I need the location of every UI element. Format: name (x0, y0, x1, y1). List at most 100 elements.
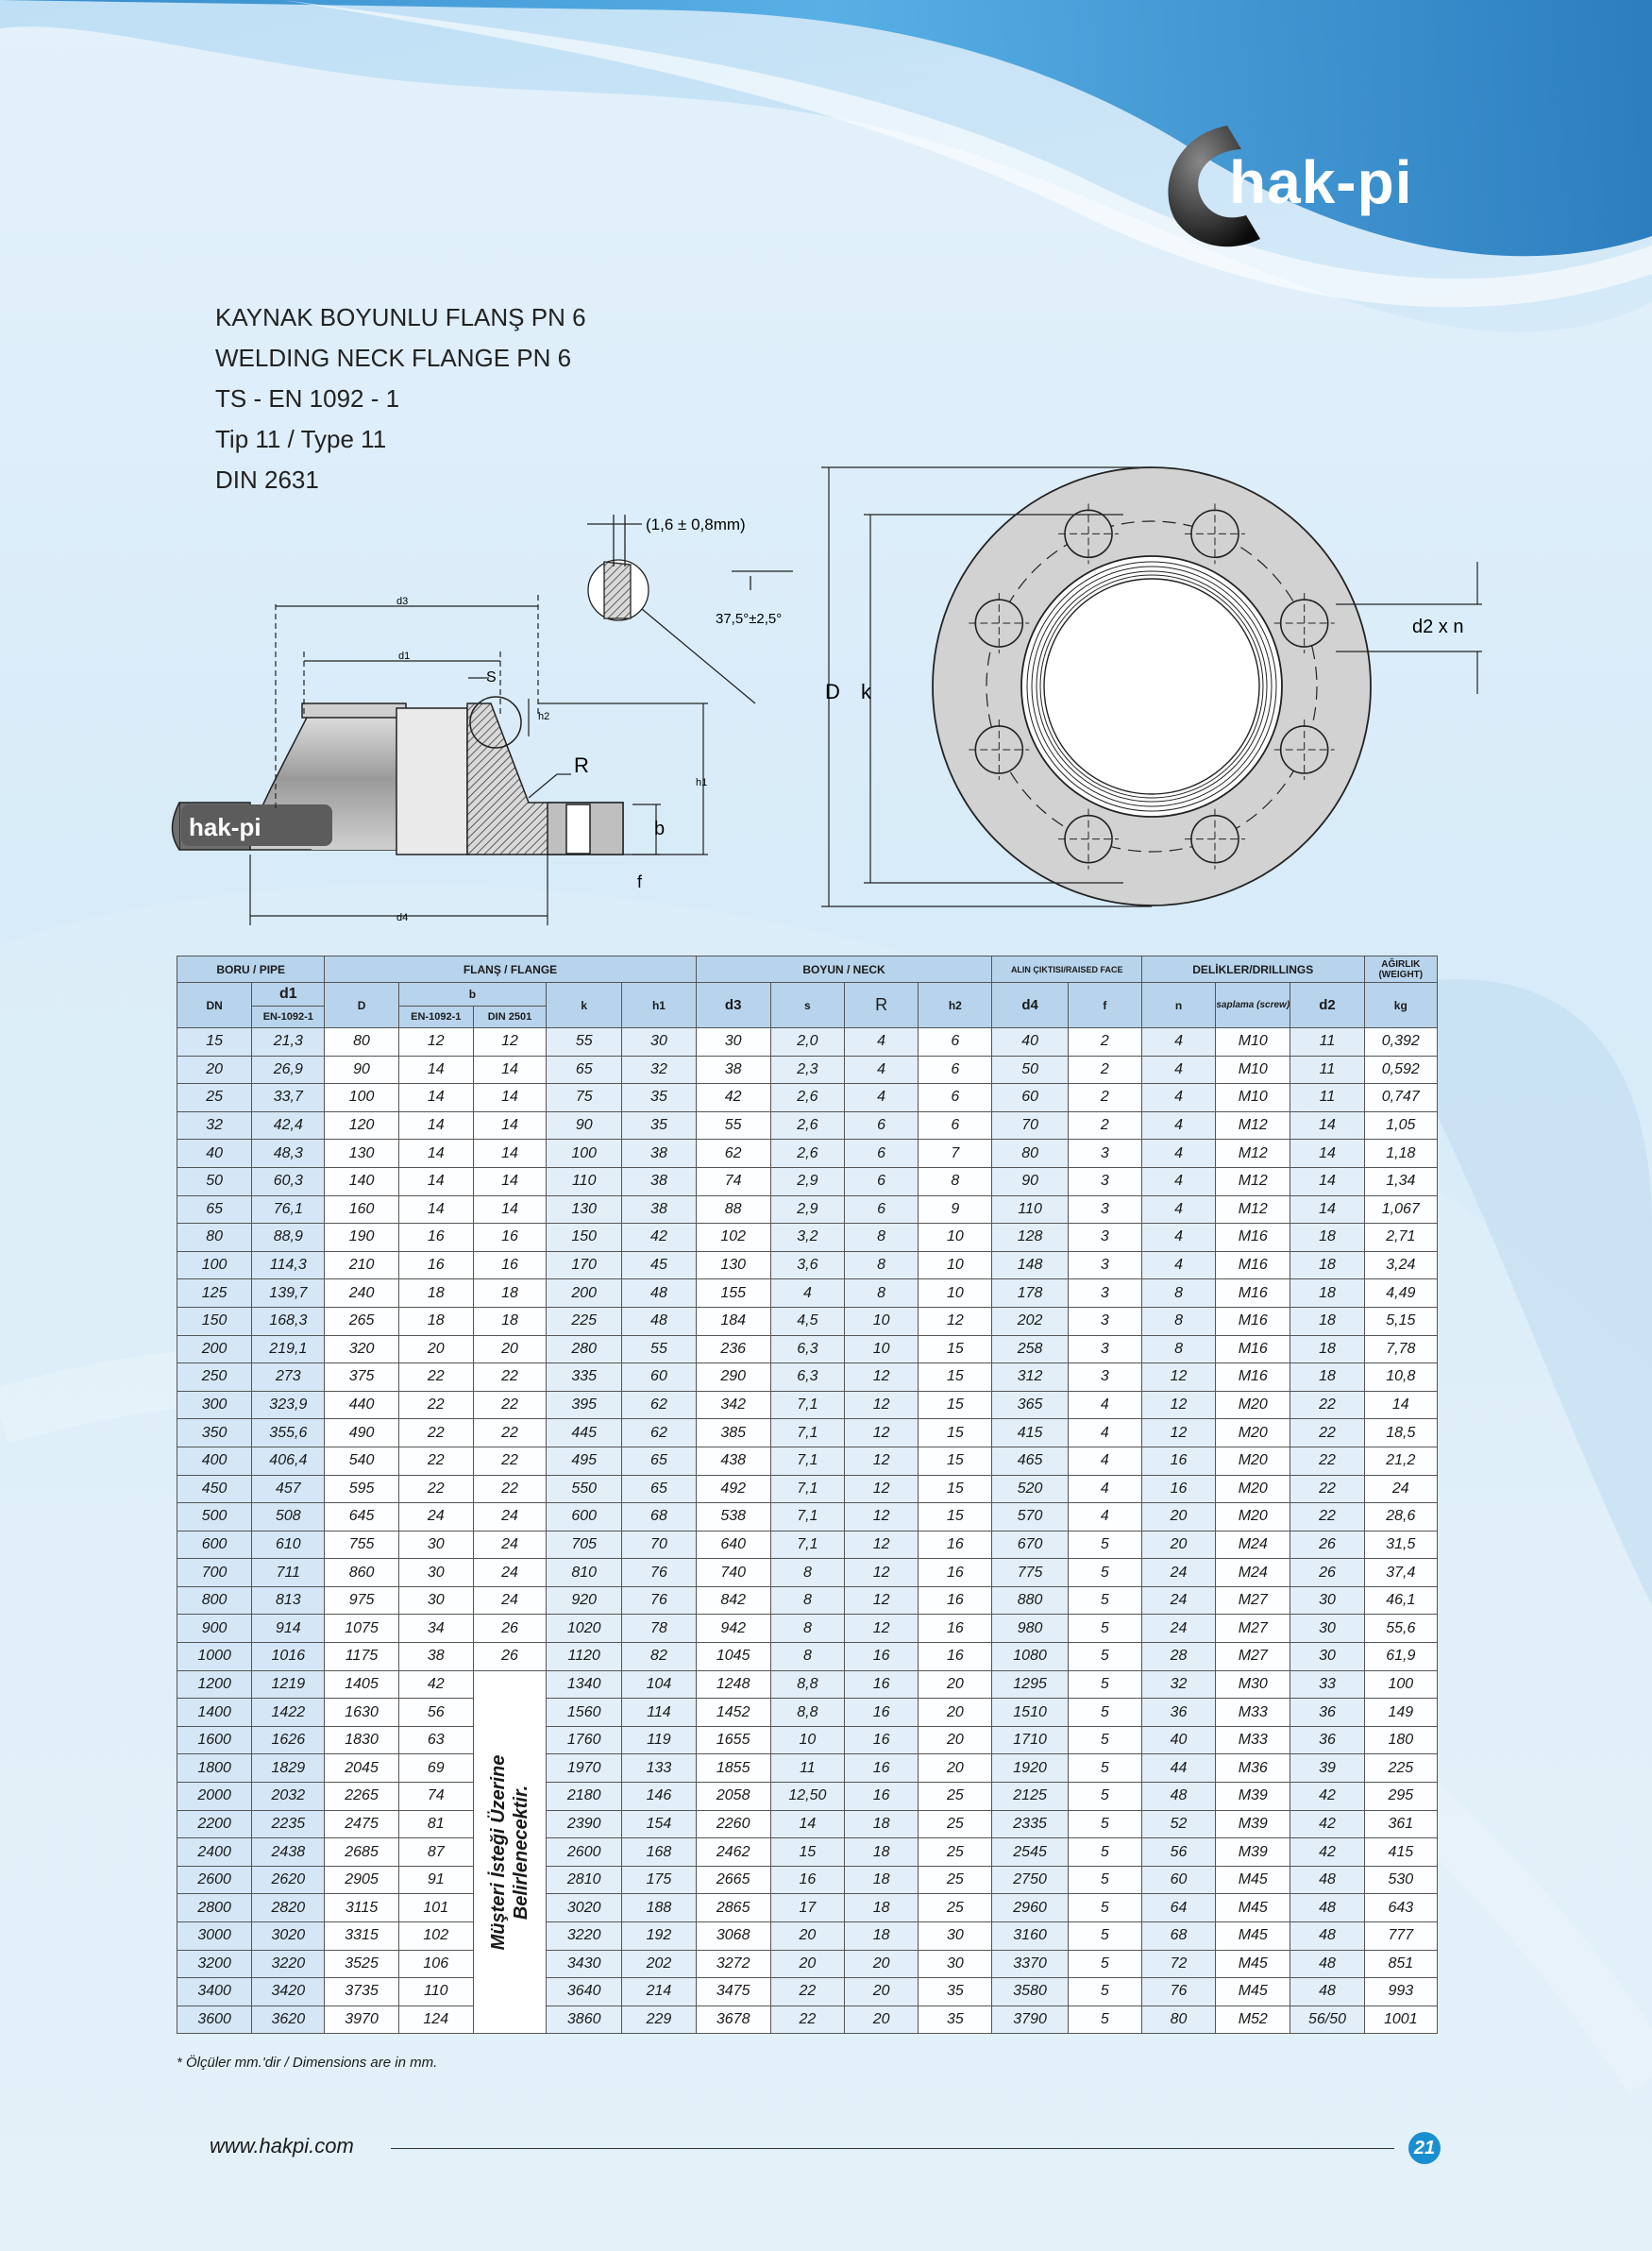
cell-k: 2810 (546, 1865, 623, 1895)
cell-d4: 570 (991, 1502, 1069, 1532)
cell-s: 8 (769, 1558, 846, 1587)
cell-h2: 6 (918, 1027, 993, 1057)
technical-drawing: hak-pi d3 d1 S h2 R h1 b f d4 (171, 466, 1482, 925)
cell-f: 3 (1067, 1278, 1142, 1308)
cell-kg: 1,18 (1363, 1139, 1439, 1168)
cell-k: 810 (546, 1558, 623, 1587)
cell-kg: 21,2 (1363, 1446, 1439, 1476)
cell-s: 7,1 (769, 1446, 846, 1476)
cell-R: 20 (843, 1949, 919, 1979)
cell-dn: 25 (176, 1083, 253, 1112)
cell-dn: 1400 (176, 1698, 253, 1727)
cell-n: 8 (1140, 1334, 1217, 1364)
cell-d2: 18 (1290, 1278, 1365, 1308)
cell-dn: 65 (176, 1194, 253, 1225)
cell-screw: M39 (1215, 1782, 1291, 1811)
cell-kg: 28,6 (1363, 1502, 1439, 1532)
cell-k: 55 (546, 1027, 623, 1057)
cell-h1: 146 (621, 1782, 697, 1811)
cell-d1: 914 (251, 1614, 326, 1644)
cell-h1: 192 (621, 1921, 697, 1951)
cell-d4: 202 (991, 1306, 1069, 1336)
cell-d1: 1219 (251, 1669, 326, 1700)
cell-s: 22 (769, 1977, 846, 2006)
cell-f: 5 (1067, 2005, 1142, 2035)
cell-d2: 22 (1290, 1390, 1365, 1420)
cell-b-en: 14 (397, 1055, 474, 1085)
cell-b-din: 14 (472, 1194, 548, 1225)
cell-n: 8 (1140, 1306, 1217, 1336)
cell-kg: 851 (1363, 1949, 1439, 1979)
cell-s: 2,6 (769, 1083, 846, 1112)
bolt-holes (969, 503, 1335, 870)
cell-kg: 4,49 (1363, 1278, 1439, 1308)
cell-d3: 385 (695, 1418, 771, 1447)
cell-screw: M24 (1215, 1530, 1291, 1560)
cell-screw: M12 (1215, 1110, 1291, 1141)
cell-s: 11 (769, 1753, 846, 1784)
cell-h1: 38 (621, 1166, 697, 1196)
website-link[interactable]: www.hakpi.com (210, 2134, 354, 2158)
cell-d4: 520 (991, 1474, 1069, 1504)
cell-D: 2045 (324, 1753, 399, 1784)
cell-D: 1405 (324, 1669, 399, 1700)
cell-kg: 530 (1363, 1865, 1439, 1895)
cell-d3: 2665 (695, 1865, 771, 1895)
cell-s: 3,2 (769, 1223, 846, 1252)
cell-k: 3220 (546, 1921, 623, 1951)
cell-dn: 50 (176, 1166, 253, 1196)
header-pipe: BORU / PIPE (176, 956, 326, 983)
cell-d1: 508 (251, 1502, 326, 1532)
cell-d1: 139,7 (251, 1278, 326, 1308)
cell-f: 5 (1067, 1977, 1142, 2006)
title-line-3: TS - EN 1092 - 1 (215, 384, 400, 413)
cell-b-din: 22 (472, 1474, 548, 1504)
header-flange: FLANŞ / FLANGE (324, 956, 697, 983)
cell-d1: 3420 (251, 1977, 326, 2006)
cell-h1: 48 (621, 1278, 697, 1308)
cell-h1: 76 (621, 1585, 697, 1616)
cell-n: 20 (1140, 1530, 1217, 1560)
col-kg: kg (1363, 982, 1439, 1028)
cell-f: 5 (1067, 1698, 1142, 1727)
cell-d2: 18 (1290, 1250, 1365, 1280)
cell-d2: 18 (1290, 1334, 1365, 1364)
cell-R: 4 (843, 1027, 919, 1057)
cell-dn: 2200 (176, 1809, 253, 1839)
cell-h2: 35 (918, 1977, 993, 2006)
cell-dn: 1200 (176, 1669, 253, 1700)
cell-k: 130 (546, 1194, 623, 1225)
cell-f: 3 (1067, 1334, 1142, 1364)
cell-kg: 46,1 (1363, 1585, 1439, 1616)
cell-k: 90 (546, 1110, 623, 1141)
cell-f: 3 (1067, 1139, 1142, 1168)
cell-s: 20 (769, 1921, 846, 1951)
cell-f: 5 (1067, 1642, 1142, 1671)
cell-b-en: 110 (397, 1977, 474, 2006)
cell-screw: M20 (1215, 1390, 1291, 1420)
cell-s: 8 (769, 1614, 846, 1644)
cell-d4: 148 (991, 1250, 1069, 1280)
cell-screw: M45 (1215, 1893, 1291, 1922)
cell-h2: 15 (918, 1446, 993, 1476)
cell-n: 76 (1140, 1977, 1217, 2006)
title-line-2: WELDING NECK FLANGE PN 6 (215, 344, 572, 372)
label-tolerance: (1,6 ± 0,8mm) (646, 516, 746, 533)
side-view-dimensions (249, 595, 708, 925)
title-block: KAYNAK BOYUNLU FLANŞ PN 6 WELDING NECK F… (215, 297, 586, 500)
cell-d3: 155 (695, 1278, 771, 1308)
cell-k: 1970 (546, 1753, 623, 1784)
cell-d4: 50 (991, 1055, 1069, 1085)
cell-d4: 1920 (991, 1753, 1069, 1784)
cell-f: 3 (1067, 1166, 1142, 1196)
